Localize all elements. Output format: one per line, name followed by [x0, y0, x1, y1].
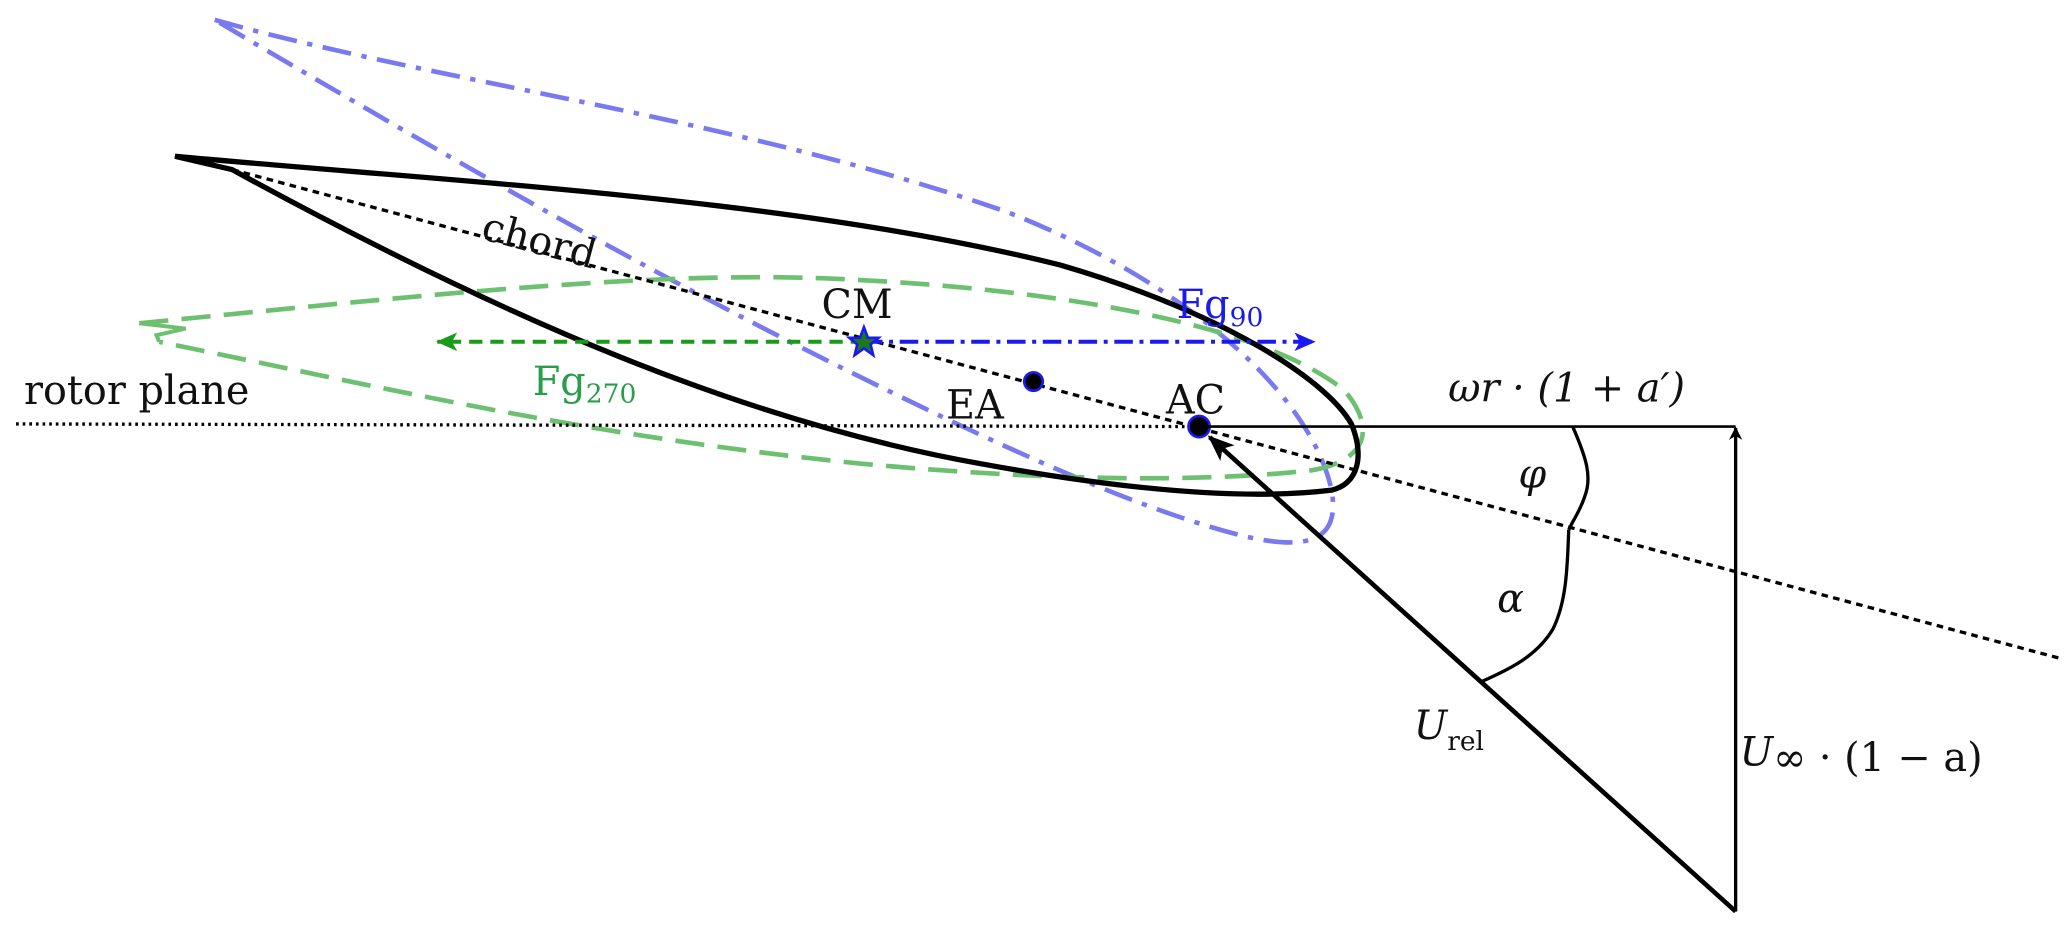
fg270-label: Fg270 — [533, 359, 637, 410]
alpha-label: α — [1497, 576, 1524, 622]
relative-velocity-arrow — [1207, 435, 1738, 914]
gravity-90-locus — [213, 17, 1336, 545]
elastic-axis-point — [1022, 370, 1045, 393]
airfoil-outline — [174, 153, 1361, 497]
gravity-270-locus — [139, 274, 1366, 481]
rotor-plane-line — [16, 422, 1200, 429]
chord-line — [231, 167, 2061, 661]
freestream-velocity-label: U∞ · (1 − a) — [1740, 730, 1983, 781]
ea-label: EA — [946, 383, 1005, 429]
alpha-angle-arc — [1479, 529, 1571, 684]
phi-label: φ — [1518, 452, 1546, 498]
chord-label: chord — [477, 204, 601, 279]
green-locus-tip — [139, 321, 187, 343]
rotational-velocity-label: ωr · (1 + a′) — [1448, 365, 1685, 411]
rotor-plane-label: rotor plane — [24, 368, 249, 414]
ac-label: AC — [1165, 377, 1225, 423]
fg90-label: Fg90 — [1177, 282, 1264, 333]
cm-label: CM — [822, 282, 893, 328]
relative-velocity-label: Urel — [1414, 703, 1484, 757]
phi-angle-arc — [1567, 425, 1590, 531]
center-of-mass-star — [845, 323, 883, 359]
